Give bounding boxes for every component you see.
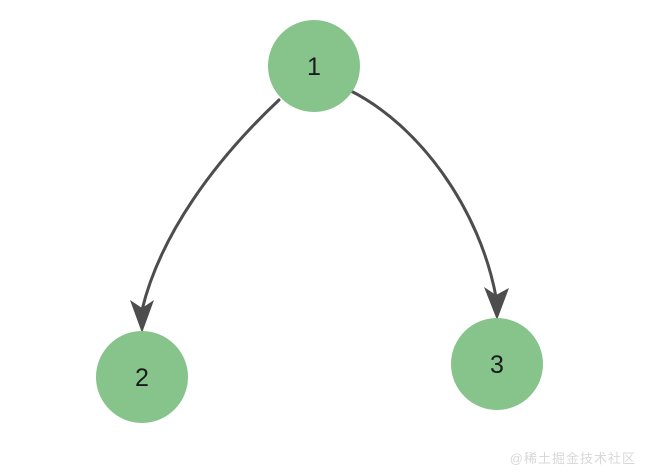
edge-1-to-3-arrowhead xyxy=(484,287,509,320)
node-1[interactable]: 1 xyxy=(268,20,360,112)
edge-1-to-2-path xyxy=(140,98,281,312)
edge-1-to-2[interactable] xyxy=(130,98,281,333)
node-3-label: 3 xyxy=(490,351,504,379)
edge-group xyxy=(130,88,509,333)
node-2-label: 2 xyxy=(135,364,149,392)
node-3[interactable]: 3 xyxy=(451,318,543,410)
edge-1-to-3-path xyxy=(347,88,498,299)
node-2-circle xyxy=(96,331,188,423)
edge-1-to-2-arrowhead xyxy=(130,300,154,333)
watermark-text: @稀土掘金技术社区 xyxy=(509,451,636,466)
node-1-label: 1 xyxy=(307,53,321,81)
node-1-circle xyxy=(268,20,360,112)
node-3-circle xyxy=(451,318,543,410)
edge-1-to-3[interactable] xyxy=(347,88,509,320)
node-group: 1 2 3 xyxy=(96,20,543,423)
node-2[interactable]: 2 xyxy=(96,331,188,423)
